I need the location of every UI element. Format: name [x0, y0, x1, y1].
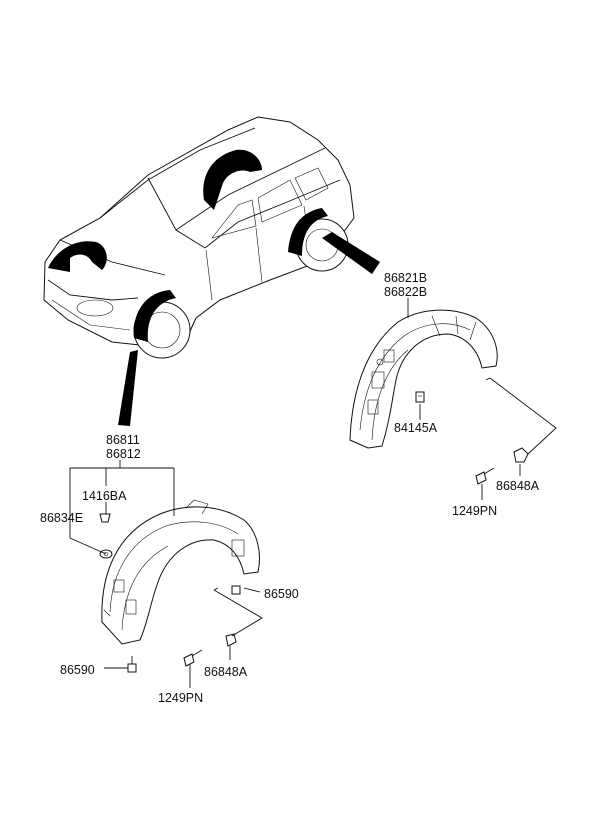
label-86822b: 86822B: [384, 285, 427, 299]
label-86590-bottom: 86590: [60, 663, 95, 677]
label-1416ba: 1416BA: [82, 489, 127, 503]
label-86812: 86812: [106, 447, 141, 461]
front-nut-86848a: [225, 633, 237, 647]
front-clip-right-86590: [231, 585, 241, 595]
front-clip-bottom-86590: [127, 663, 137, 673]
label-84145a: 84145A: [394, 421, 438, 435]
label-86821b: 86821B: [384, 271, 427, 285]
label-86590-right: 86590: [264, 587, 299, 601]
rear-bolt-1249pn: [475, 467, 495, 485]
front-leader-lines: [69, 460, 263, 688]
rear-clip-84145a: [415, 391, 425, 403]
rear-leader-lines: [407, 298, 557, 500]
vehicle-illustration: [43, 116, 380, 426]
part-labels: 86821B 86822B 84145A 86848A 1249PN 86811…: [40, 271, 540, 705]
rear-wheel-guard: [349, 309, 498, 449]
label-rear-86848a: 86848A: [496, 479, 540, 493]
label-86811: 86811: [106, 433, 140, 447]
front-bolt-1249pn: [183, 649, 203, 667]
label-front-1249pn: 1249PN: [158, 691, 203, 705]
rear-nut-86848a: [513, 447, 529, 463]
front-wheel-guard: [101, 499, 260, 645]
label-rear-1249pn: 1249PN: [452, 504, 497, 518]
label-front-86848a: 86848A: [204, 665, 248, 679]
front-screw-1416ba: [99, 513, 111, 523]
label-86834e: 86834E: [40, 511, 83, 525]
